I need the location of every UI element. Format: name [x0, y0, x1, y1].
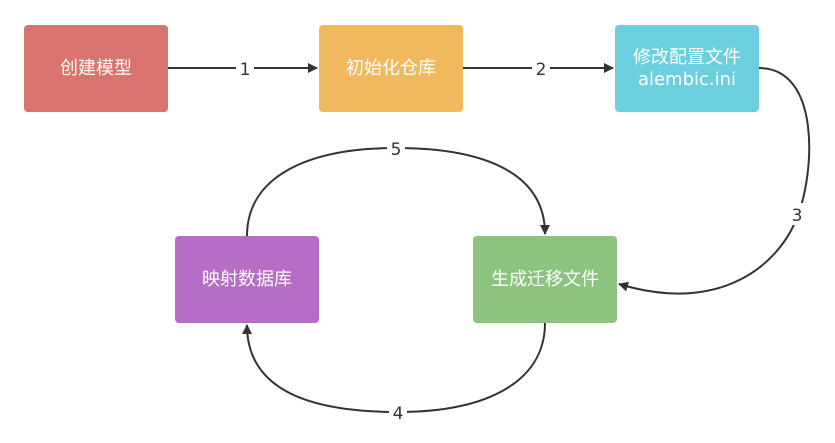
- edge-5-label-bg: [387, 138, 405, 160]
- node-map-database[interactable]: 映射数据库: [175, 236, 319, 323]
- edge-1-label: 1: [240, 60, 251, 80]
- node-init-repo[interactable]: 初始化仓库: [319, 25, 463, 112]
- node-config-file-label: 修改配置文件: [633, 46, 741, 68]
- edge-3-label-bg: [788, 203, 806, 225]
- node-generate-migration[interactable]: 生成迁移文件: [473, 236, 617, 323]
- edge-2-label-bg: [532, 57, 550, 79]
- edge-2-label: 2: [536, 60, 547, 80]
- edge-5-line: [246, 146, 550, 237]
- node-map-database-label: 映射数据库: [202, 268, 292, 290]
- node-config-file[interactable]: 修改配置文件 alembic.ini: [615, 25, 759, 112]
- edge-1-label-bg: [236, 57, 254, 79]
- edge-3-label: 3: [792, 206, 803, 226]
- node-init-repo-label: 初始化仓库: [346, 57, 436, 79]
- node-generate-migration-label: 生成迁移文件: [491, 268, 599, 290]
- node-create-model-label: 创建模型: [60, 57, 132, 79]
- edge-4-line: [242, 322, 546, 414]
- edge-4-label: 4: [393, 404, 404, 424]
- node-config-file-filename: alembic.ini: [637, 68, 737, 90]
- edge-4-label-bg: [389, 402, 407, 424]
- node-create-model[interactable]: 创建模型: [24, 25, 168, 112]
- edge-5-label: 5: [391, 140, 402, 160]
